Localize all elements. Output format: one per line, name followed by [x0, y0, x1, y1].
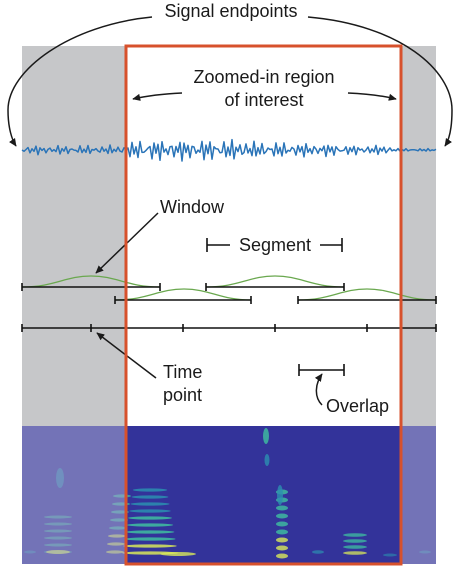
spectrogram-blob	[343, 551, 367, 555]
segment-bar-4	[297, 296, 437, 304]
right-shaded-region	[401, 46, 436, 426]
spectrogram-blob	[160, 552, 196, 556]
spectrogram-blob	[123, 544, 177, 548]
spectrogram-blob	[276, 521, 288, 527]
spectrogram-blob	[131, 495, 169, 499]
window-curve-2	[114, 288, 252, 301]
spectrogram-blob	[126, 523, 174, 527]
zoomed-region-box	[124, 44, 403, 566]
spectrogram-blob	[128, 516, 172, 520]
annotation-arrows	[7, 16, 453, 406]
signal-waveform	[21, 138, 437, 162]
left-shaded-region	[22, 46, 126, 426]
time-point-label-line2: point	[163, 385, 202, 405]
overlap-arrow	[314, 373, 323, 406]
spectrogram-blob	[264, 454, 270, 466]
window-curves	[21, 275, 437, 301]
zoomed-region-label-line1: Zoomed-in region	[193, 67, 334, 87]
time-point-label-line1: Time	[163, 362, 202, 382]
spectrogram-dim-right	[401, 426, 436, 564]
signal-endpoints-label: Signal endpoints	[164, 1, 297, 21]
signal-endpoint-right-arrow	[307, 16, 453, 147]
spectrogram-blob	[125, 530, 175, 534]
spectrogram-blob	[276, 529, 288, 535]
segment-label: Segment	[239, 235, 311, 255]
spectrogram-blob	[276, 513, 288, 519]
spectrogram-blob	[129, 509, 171, 513]
window-label: Window	[160, 197, 225, 217]
spectrogram-blob	[276, 553, 288, 559]
zoomed-region-label-line2: of interest	[224, 90, 303, 110]
spectrogram-blob	[276, 537, 288, 543]
spectrogram-blob	[130, 502, 170, 506]
spectrogram-blob	[263, 428, 269, 444]
segment-bar-3	[205, 283, 345, 291]
window-curve-1	[21, 275, 161, 288]
window-curve-4	[297, 288, 437, 301]
segment-bracket	[206, 238, 343, 252]
spectrogram-blob	[312, 550, 324, 554]
window-curve-3	[205, 275, 345, 288]
overlap-label: Overlap	[326, 396, 389, 416]
spectrogram-blob	[343, 533, 367, 537]
zoom-left-arrow	[132, 92, 183, 101]
segment-bar-1	[21, 283, 161, 291]
spectrogram-blob	[276, 545, 288, 551]
spectrogram-blob	[277, 485, 283, 505]
signal-endpoint-left-arrow	[7, 16, 153, 147]
time-axis	[21, 324, 437, 332]
spectrogram-blob	[343, 545, 367, 549]
spectrogram	[22, 426, 436, 564]
segment-bar-2	[114, 296, 252, 304]
spectrogram-blob	[132, 488, 168, 492]
spectrogram-dim-left	[22, 426, 126, 564]
zoom-right-arrow	[347, 92, 397, 101]
spectrogram-blob	[276, 505, 288, 511]
spectrogram-blob	[343, 539, 367, 543]
spectrogram-blob	[124, 537, 176, 541]
spectrogram-blob	[383, 553, 397, 557]
overlap-bracket	[298, 364, 345, 376]
segment-bars	[21, 283, 437, 304]
